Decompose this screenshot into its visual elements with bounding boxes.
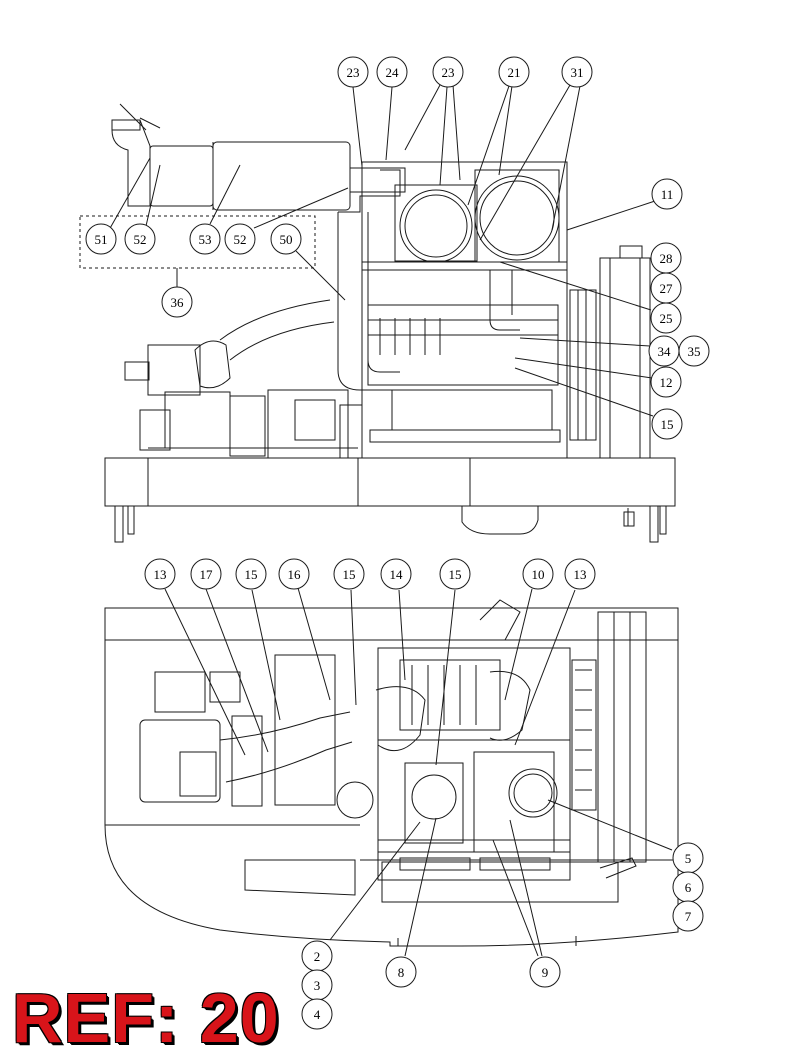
callout-label: 21 [508, 65, 521, 80]
top-view-drawing [104, 599, 679, 947]
callout-label: 35 [688, 344, 701, 359]
callout-label: 31 [571, 65, 584, 80]
callout-label: 13 [154, 567, 167, 582]
callout-35: 35 [678, 335, 710, 367]
callout-label: 7 [685, 909, 692, 924]
callout-label: 9 [542, 965, 549, 980]
callout-label: 53 [199, 232, 212, 247]
callout-label: 15 [449, 567, 462, 582]
callout-label: 36 [171, 295, 185, 310]
callout-7: 7 [672, 900, 704, 932]
callout-17: 17 [190, 558, 222, 590]
callout-label: 3 [314, 978, 321, 993]
callout-label: 17 [200, 567, 214, 582]
callout-label: 2 [314, 949, 321, 964]
callout-28: 28 [650, 242, 682, 274]
callout-label: 14 [390, 567, 404, 582]
callout-52a: 52 [124, 223, 156, 255]
callout-15a: 15 [651, 408, 683, 440]
callout-label: 11 [661, 187, 674, 202]
callout-51: 51 [85, 223, 117, 255]
callout-9: 9 [529, 956, 561, 988]
callout-15d: 15 [439, 558, 471, 590]
callout-label: 25 [660, 311, 673, 326]
callout-24: 24 [376, 56, 408, 88]
callout-8: 8 [385, 956, 417, 988]
callout-label: 27 [660, 281, 674, 296]
callout-11: 11 [651, 178, 683, 210]
callout-13b: 13 [564, 558, 596, 590]
callout-label: 15 [245, 567, 258, 582]
callout-label: 15 [343, 567, 356, 582]
callout-50: 50 [270, 223, 302, 255]
callout-label: 6 [685, 880, 692, 895]
callout-2: 2 [301, 940, 333, 972]
callout-6: 6 [672, 871, 704, 903]
callout-21: 21 [498, 56, 530, 88]
callout-label: 4 [314, 1007, 321, 1022]
callout-4: 4 [301, 998, 333, 1030]
callout-label: 13 [574, 567, 587, 582]
callout-label: 51 [95, 232, 108, 247]
reference-label: REF: 20 [12, 979, 280, 1057]
callout-13a: 13 [144, 558, 176, 590]
leader-lines [108, 84, 673, 957]
callout-25: 25 [650, 302, 682, 334]
callout-34: 34 [648, 335, 680, 367]
callout-23a: 23 [337, 56, 369, 88]
callout-label: 52 [134, 232, 147, 247]
callout-10: 10 [522, 558, 554, 590]
callouts: 23 24 23 21 31 11 51 52 53 52 50 36 28 2… [85, 56, 710, 1030]
callout-label: 10 [532, 567, 545, 582]
callout-36: 36 [161, 286, 193, 318]
callout-23b: 23 [432, 56, 464, 88]
callout-31: 31 [561, 56, 593, 88]
callout-label: 15 [661, 417, 674, 432]
callout-label: 24 [386, 65, 400, 80]
callout-12: 12 [650, 366, 682, 398]
callout-52b: 52 [224, 223, 256, 255]
callout-label: 23 [442, 65, 455, 80]
callout-label: 28 [660, 251, 673, 266]
callout-3: 3 [301, 969, 333, 1001]
callout-14: 14 [380, 558, 412, 590]
callout-53: 53 [189, 223, 221, 255]
callout-15b: 15 [235, 558, 267, 590]
callout-16: 16 [278, 558, 310, 590]
callout-15c: 15 [333, 558, 365, 590]
callout-label: 34 [658, 344, 672, 359]
callout-label: 50 [280, 232, 293, 247]
callout-label: 52 [234, 232, 247, 247]
callout-label: 5 [685, 851, 692, 866]
callout-5: 5 [672, 842, 704, 874]
callout-label: 16 [288, 567, 302, 582]
side-view-drawing [79, 103, 676, 543]
callout-label: 23 [347, 65, 360, 80]
callout-label: 8 [398, 965, 405, 980]
callout-label: 12 [660, 375, 673, 390]
callout-27: 27 [650, 272, 682, 304]
